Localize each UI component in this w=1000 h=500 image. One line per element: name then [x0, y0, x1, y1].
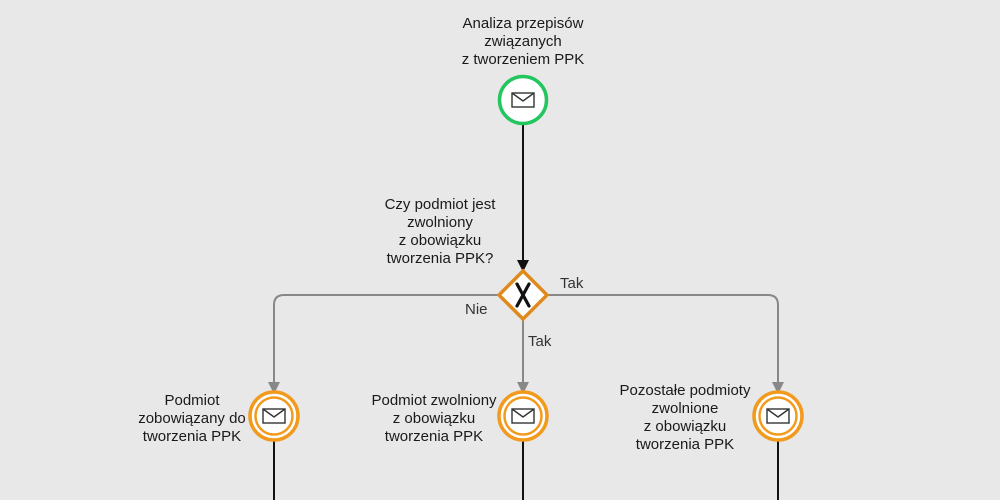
gateway-question-line: z obowiązku	[398, 232, 482, 249]
intermediate-event-center[interactable]	[497, 390, 549, 442]
edge-label-tak-center: Tak	[528, 333, 552, 350]
event-label-line: Pozostałe podmioty	[619, 382, 751, 399]
edge-label-nie: Nie	[465, 301, 488, 318]
event-label-line: tworzenia PPK	[142, 428, 242, 445]
intermediate-event-right[interactable]	[752, 390, 804, 442]
event-label-line: zobowiązany do	[138, 410, 246, 427]
event-label-line: z obowiązku	[643, 418, 727, 435]
envelope-icon	[511, 92, 535, 108]
envelope-icon	[262, 408, 286, 424]
gateway-question-line: zwolniony	[407, 214, 473, 231]
envelope-icon	[511, 408, 535, 424]
event-label-right: Pozostałe podmioty zwolnione z obowiązku…	[585, 382, 785, 454]
event-label-line: Podmiot zwolniony	[371, 392, 497, 409]
edge-label-tak-right: Tak	[560, 275, 584, 292]
start-event-label-line: Analiza przepisów	[462, 15, 584, 32]
start-event-label: Analiza przepisów związanych z tworzenie…	[423, 15, 623, 69]
gateway-question-line: Czy podmiot jest	[384, 196, 496, 213]
event-label-left: Podmiot zobowiązany do tworzenia PPK	[92, 392, 292, 446]
event-label-center: Podmiot zwolniony z obowiązku tworzenia …	[334, 392, 534, 446]
event-label-line: zwolnione	[651, 400, 719, 417]
gateway-question-label: Czy podmiot jest zwolniony z obowiązku t…	[340, 196, 540, 268]
sequence-flow-tak-right	[546, 294, 784, 394]
gateway-question-line: tworzenia PPK?	[386, 250, 494, 267]
start-event-label-line: związanych	[484, 33, 562, 50]
sequence-flow-nie	[268, 294, 500, 394]
start-event[interactable]	[497, 74, 549, 126]
x-marker-icon	[515, 282, 531, 308]
exclusive-gateway[interactable]	[496, 268, 550, 322]
event-label-line: tworzenia PPK	[384, 428, 484, 445]
intermediate-event-left[interactable]	[248, 390, 300, 442]
event-label-line: Podmiot	[164, 392, 220, 409]
start-event-label-line: z tworzeniem PPK	[461, 51, 585, 68]
event-label-line: z obowiązku	[392, 410, 476, 427]
envelope-icon	[766, 408, 790, 424]
event-label-line: tworzenia PPK	[635, 436, 735, 453]
